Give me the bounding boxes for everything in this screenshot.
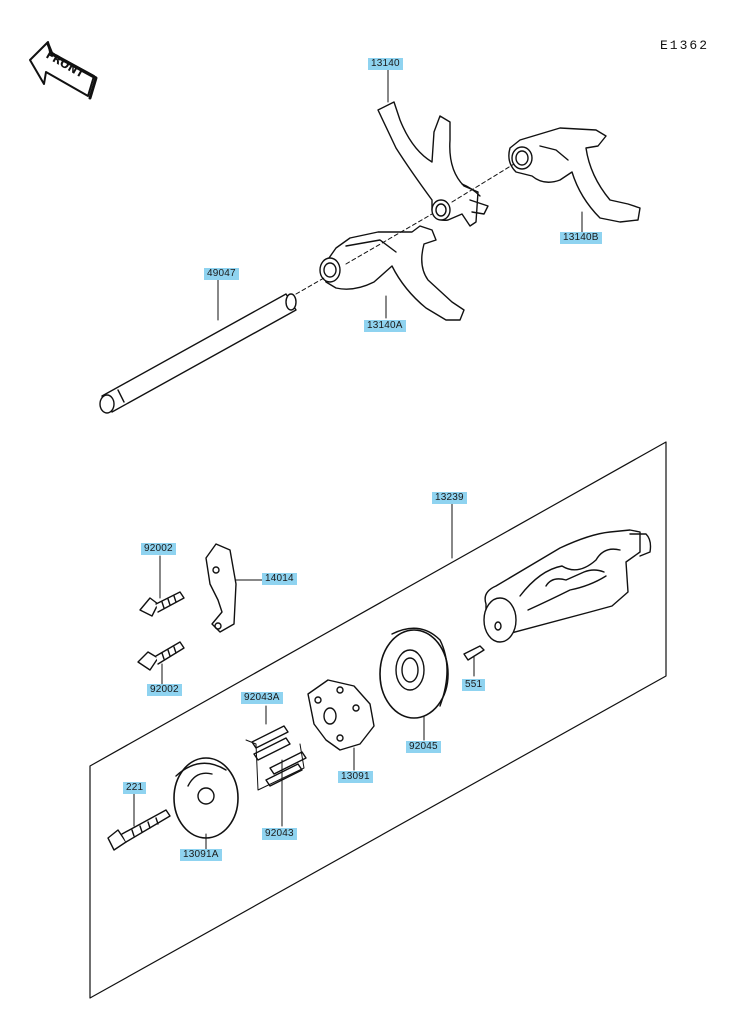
shift-rod-49047 — [99, 293, 297, 414]
label-92045: 92045 — [406, 741, 441, 753]
label-551: 551 — [462, 679, 486, 691]
screw-92002-top — [139, 591, 185, 617]
stopper-plate-14014 — [205, 543, 237, 633]
label-92043A: 92043A — [241, 692, 283, 704]
label-13091A: 13091A — [180, 849, 222, 861]
pins-92043 — [245, 725, 307, 791]
shift-fork-13140A — [319, 225, 465, 321]
label-13239: 13239 — [432, 492, 467, 504]
label-13091: 13091 — [338, 771, 373, 783]
label-49047: 49047 — [204, 268, 239, 280]
front-arrow-icon — [29, 41, 98, 100]
label-221: 221 — [123, 782, 147, 794]
shift-drum-13239 — [483, 529, 652, 643]
shift-fork-13140 — [377, 101, 489, 227]
figure-code: E1362 — [660, 38, 710, 53]
drum-plate-13091A — [173, 757, 239, 839]
label-13140A: 13140A — [364, 320, 406, 332]
bearing-92045 — [379, 627, 449, 719]
label-92002-bottom: 92002 — [147, 684, 182, 696]
label-13140: 13140 — [368, 58, 403, 70]
label-92043: 92043 — [262, 828, 297, 840]
label-13140B: 13140B — [560, 232, 602, 244]
screw-221 — [107, 809, 171, 851]
drum-cam-13091 — [307, 679, 375, 751]
pin-551 — [463, 645, 485, 661]
shift-fork-13140B — [508, 127, 641, 223]
label-14014: 14014 — [262, 573, 297, 585]
label-92002-top: 92002 — [141, 543, 176, 555]
group-outline — [89, 441, 667, 999]
screw-92002-bottom — [137, 641, 185, 671]
